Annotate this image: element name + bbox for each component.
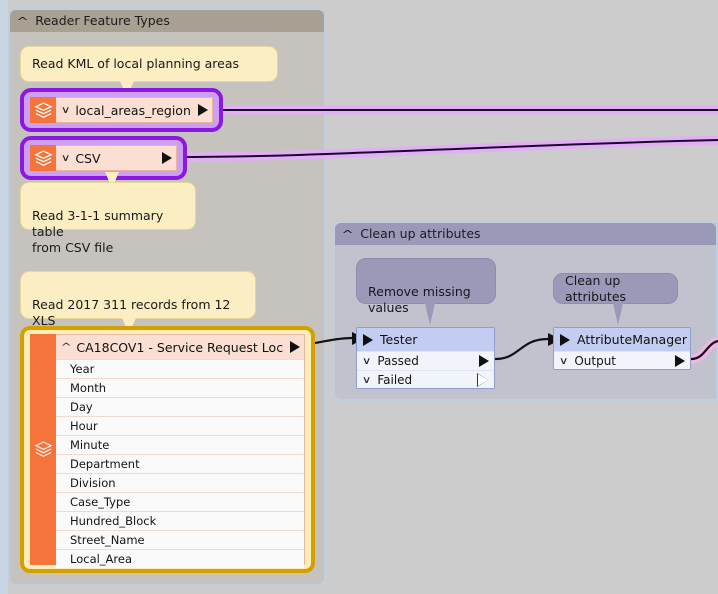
annotation-xls-note[interactable]: Read 2017 311 records from 12 XLS files …	[20, 271, 256, 344]
attribute-row[interactable]: Hundred_Block	[56, 511, 304, 530]
annotation-attrmgr-text: Clean up attributes	[565, 272, 627, 304]
chevron-down-icon[interactable]: ∨	[361, 355, 372, 367]
attribute-row[interactable]: Street_Name	[56, 530, 304, 549]
annotation-tester-text: Remove missing values	[368, 284, 471, 315]
port-label: Output	[574, 354, 617, 368]
attribute-row[interactable]: Case_Type	[56, 492, 304, 511]
bookmark-clean-header[interactable]: ^ Clean up attributes	[335, 223, 716, 245]
output-arrow-filled-icon[interactable]	[479, 355, 489, 367]
bookmark-reader-header[interactable]: ^ Reader Feature Types	[10, 10, 324, 32]
attribute-row[interactable]: Hour	[56, 416, 304, 435]
output-arrow-icon[interactable]	[198, 104, 208, 116]
reader-node-title-local-areas-region[interactable]: ∨ local_areas_region	[56, 98, 212, 122]
attribute-row[interactable]: Division	[56, 473, 304, 492]
chevron-up-icon[interactable]: ^	[16, 14, 29, 28]
transformer-tester-header[interactable]: Tester	[357, 328, 494, 351]
annotation-kml-text: Read KML of local planning areas	[32, 56, 240, 71]
layers-icon	[30, 97, 56, 123]
reader-node-csv[interactable]: ∨ CSV	[30, 145, 177, 171]
attribute-row[interactable]: Day	[56, 397, 304, 416]
transformer-attributemanager-header[interactable]: AttributeManager	[554, 328, 690, 351]
annotation-tester-tail	[425, 303, 435, 325]
port-label: Passed	[377, 354, 419, 368]
chevron-up-icon[interactable]: ^	[341, 227, 354, 241]
transformer-tester[interactable]: Tester ∨ Passed ∨ Failed	[356, 327, 495, 389]
attribute-row[interactable]: Year	[56, 359, 304, 378]
attribute-row[interactable]: Department	[56, 454, 304, 473]
layers-icon	[30, 145, 56, 171]
transformer-tester-name: Tester	[380, 332, 418, 347]
attribute-row[interactable]: Minute	[56, 435, 304, 454]
input-arrow-icon[interactable]	[363, 333, 373, 346]
layers-icon	[30, 334, 56, 565]
transformer-port-passed[interactable]: ∨ Passed	[357, 351, 494, 370]
transformer-port-failed[interactable]: ∨ Failed	[357, 370, 494, 388]
attribute-row[interactable]: Month	[56, 378, 304, 397]
annotation-attrmgr-note[interactable]: Clean up attributes	[553, 273, 678, 304]
output-arrow-icon[interactable]	[162, 152, 172, 164]
annotation-attrmgr-tail	[613, 303, 623, 325]
reader-node-label: CSV	[75, 150, 101, 166]
bookmark-reader-title: Reader Feature Types	[35, 13, 170, 28]
reader-node-label: local_areas_region	[75, 102, 191, 118]
reader-node-title-ca18cov1[interactable]: ^ CA18COV1 - Service Request Loca	[56, 335, 304, 359]
reader-node-body-ca18cov1: ^ CA18COV1 - Service Request Loca Year M…	[56, 334, 305, 568]
annotation-kml-note[interactable]: Read KML of local planning areas	[20, 46, 278, 82]
chevron-down-icon[interactable]: ∨	[558, 355, 569, 367]
attribute-row[interactable]: Local_Area	[56, 549, 304, 568]
annotation-csv-text: Read 3-1-1 summary table from CSV file	[32, 208, 164, 255]
output-arrow-hollow-icon[interactable]	[477, 373, 489, 387]
annotation-csv-note[interactable]: Read 3-1-1 summary table from CSV file	[20, 182, 196, 255]
transformer-port-output[interactable]: ∨ Output	[554, 351, 690, 369]
reader-node-body-csv: ∨ CSV	[56, 145, 177, 171]
reader-node-label: CA18COV1 - Service Request Loca	[76, 339, 284, 355]
reader-node-body-local-areas-region: ∨ local_areas_region	[56, 97, 213, 123]
port-label: Failed	[377, 373, 413, 387]
chevron-down-icon[interactable]: ∨	[60, 104, 71, 116]
input-arrow-icon[interactable]	[560, 333, 570, 346]
output-arrow-icon[interactable]	[290, 341, 300, 353]
transformer-attributemanager-name: AttributeManager	[577, 332, 687, 347]
transformer-attributemanager[interactable]: AttributeManager ∨ Output	[553, 327, 691, 370]
annotation-tester-note[interactable]: Remove missing values	[356, 258, 496, 315]
chevron-down-icon[interactable]: ∨	[361, 374, 372, 386]
reader-node-local-areas-region[interactable]: ∨ local_areas_region	[30, 97, 213, 123]
bookmark-clean-title: Clean up attributes	[360, 226, 481, 241]
reader-node-title-csv[interactable]: ∨ CSV	[56, 146, 176, 170]
chevron-down-icon[interactable]: ∨	[60, 152, 71, 164]
output-arrow-filled-icon[interactable]	[675, 355, 685, 367]
chevron-up-icon[interactable]: ^	[60, 341, 72, 353]
reader-node-ca18cov1[interactable]: ^ CA18COV1 - Service Request Loca Year M…	[30, 334, 305, 568]
